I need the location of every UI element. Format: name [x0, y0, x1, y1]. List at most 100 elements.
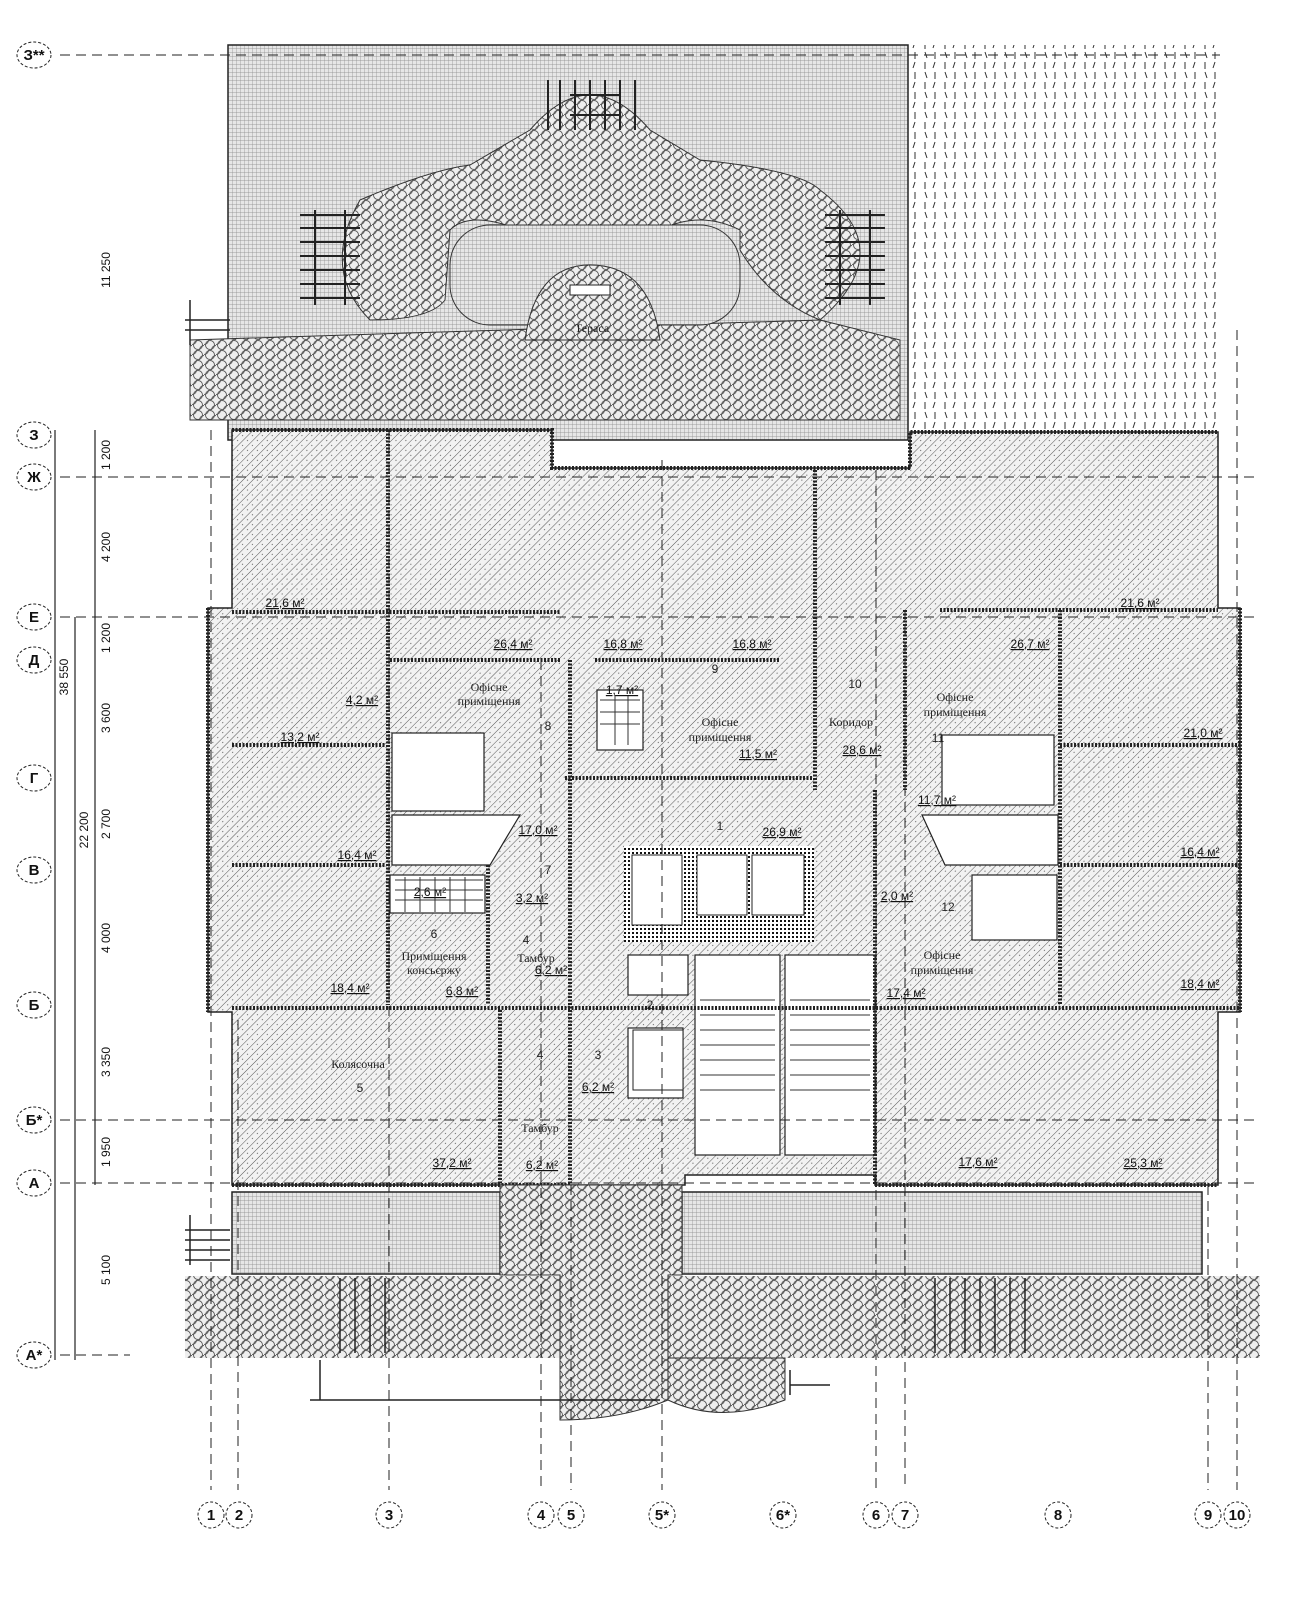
- room-name: Офісне: [924, 948, 961, 962]
- dimension-segment: 4 000: [99, 923, 113, 953]
- axis-row: Д: [16, 646, 52, 674]
- room-number: 8: [545, 719, 552, 733]
- room-number: 5: [357, 1081, 364, 1095]
- room-number: 11: [932, 731, 945, 745]
- room-name: Коридор: [829, 715, 873, 729]
- room-area: 6,2 м²: [535, 963, 567, 977]
- room-labels: Тераса 21,6 м² 26,4 м² 16,8 м² 16,8 м² 2…: [266, 321, 1223, 1172]
- room-number: 9: [712, 662, 719, 676]
- pergola-right: [825, 210, 885, 305]
- room-area: 26,7 м²: [1011, 637, 1050, 651]
- room-area: 17,6 м²: [959, 1155, 998, 1169]
- room-area: 6,8 м²: [446, 984, 478, 998]
- room-number: 6: [431, 927, 438, 941]
- axis-column: 4: [527, 1501, 555, 1529]
- terrace-label: Тераса: [575, 321, 610, 335]
- axis-column: 2: [225, 1501, 253, 1529]
- axis-row: В: [16, 856, 52, 884]
- svg-text:4: 4: [537, 1507, 546, 1524]
- room-number: 12: [941, 900, 955, 914]
- svg-text:9: 9: [1204, 1507, 1212, 1524]
- dimension-segment: 1 200: [99, 440, 113, 470]
- room-number: 3: [595, 1048, 602, 1062]
- stairs: [395, 695, 870, 1091]
- sidewalk: [185, 1276, 1260, 1358]
- room-area: 11,7 м²: [918, 793, 956, 807]
- svg-text:Д: Д: [29, 652, 40, 669]
- room-number: 2: [647, 998, 654, 1012]
- svg-text:5: 5: [567, 1507, 575, 1524]
- svg-text:Ж: Ж: [26, 469, 41, 486]
- room-area: 37,2 м²: [433, 1156, 472, 1170]
- dimension-segment: 3 600: [99, 703, 113, 733]
- dimension-segment: 3 350: [99, 1047, 113, 1077]
- dimension-overall: 38 550: [57, 658, 71, 695]
- axis-row: Ж: [16, 463, 52, 491]
- axis-row: З: [16, 421, 52, 449]
- svg-text:7: 7: [901, 1507, 909, 1524]
- dimension-lines: [54, 430, 96, 1360]
- svg-text:Б: Б: [29, 997, 40, 1014]
- dimension-building: 22 200: [77, 811, 91, 848]
- porch-left: [231, 1191, 501, 1275]
- room-number: 10: [848, 677, 862, 691]
- room-area: 18,4 м²: [1181, 977, 1220, 991]
- room-number: 1: [717, 819, 724, 833]
- room-number: 4: [537, 1048, 544, 1062]
- room-area: 16,8 м²: [604, 637, 643, 651]
- svg-text:А*: А*: [26, 1347, 43, 1364]
- elevator-shafts: [624, 846, 814, 1091]
- room-area: 18,4 м²: [331, 981, 370, 995]
- room-name: приміщення: [458, 694, 521, 708]
- room-area: 28,6 м²: [843, 743, 882, 757]
- axis-column: 7: [891, 1501, 919, 1529]
- dimension-segment: 2 700: [99, 809, 113, 839]
- room-name: приміщення: [924, 705, 987, 719]
- dimension-segment: 5 100: [99, 1255, 113, 1285]
- column-axes: 1 2 3 4 5 5* 6* 6 7 8 9 10: [197, 1501, 1251, 1529]
- svg-text:5*: 5*: [655, 1507, 669, 1524]
- room-area: 16,4 м²: [338, 848, 377, 862]
- pergola-top: [547, 80, 636, 130]
- svg-text:Г: Г: [30, 770, 39, 787]
- svg-text:6*: 6*: [776, 1507, 790, 1524]
- room-area: 16,4 м²: [1181, 845, 1220, 859]
- landscape-area: [912, 45, 1220, 433]
- room-area: 17,0 м²: [519, 823, 558, 837]
- room-name: приміщення: [911, 963, 974, 977]
- svg-text:Е: Е: [29, 609, 39, 626]
- dimension-segment: 4 200: [99, 532, 113, 562]
- dimensions: 38 550 22 200 11 250 1 200 4 200 1 200 3…: [57, 252, 113, 1285]
- room-area: 25,3 м²: [1124, 1156, 1163, 1170]
- bench: [569, 284, 611, 296]
- dimension-segment: 1 950: [99, 1137, 113, 1167]
- room-name: приміщення: [689, 730, 752, 744]
- room-area: 13,2 м²: [281, 730, 320, 744]
- porch-right: [681, 1191, 1203, 1275]
- room-area: 6,2 м²: [582, 1080, 614, 1094]
- room-area: 1,7 м²: [606, 683, 638, 697]
- room-area: 4,2 м²: [346, 693, 378, 707]
- svg-text:8: 8: [1054, 1507, 1062, 1524]
- room-area: 3,2 м²: [516, 891, 548, 905]
- room-area: 17,4 м²: [887, 986, 926, 1000]
- axis-row: Е: [16, 603, 52, 631]
- axis-column: 1: [197, 1501, 225, 1529]
- axis-column: 6*: [769, 1501, 797, 1529]
- room-name: Офісне: [471, 680, 508, 694]
- axis-column: 9: [1194, 1501, 1222, 1529]
- room-area: 21,6 м²: [1121, 596, 1160, 610]
- svg-text:Б*: Б*: [26, 1112, 43, 1129]
- room-name: консьєржу: [407, 963, 461, 977]
- room-name: Тамбур: [521, 1121, 559, 1135]
- axis-row: А*: [16, 1341, 52, 1369]
- room-number: 7: [545, 863, 552, 877]
- svg-text:1: 1: [207, 1507, 215, 1524]
- svg-text:А: А: [29, 1175, 40, 1192]
- room-area: 16,8 м²: [733, 637, 772, 651]
- svg-text:10: 10: [1229, 1507, 1246, 1524]
- axis-column: 8: [1044, 1501, 1072, 1529]
- room-name: Офісне: [702, 715, 739, 729]
- pergola-left: [300, 210, 360, 305]
